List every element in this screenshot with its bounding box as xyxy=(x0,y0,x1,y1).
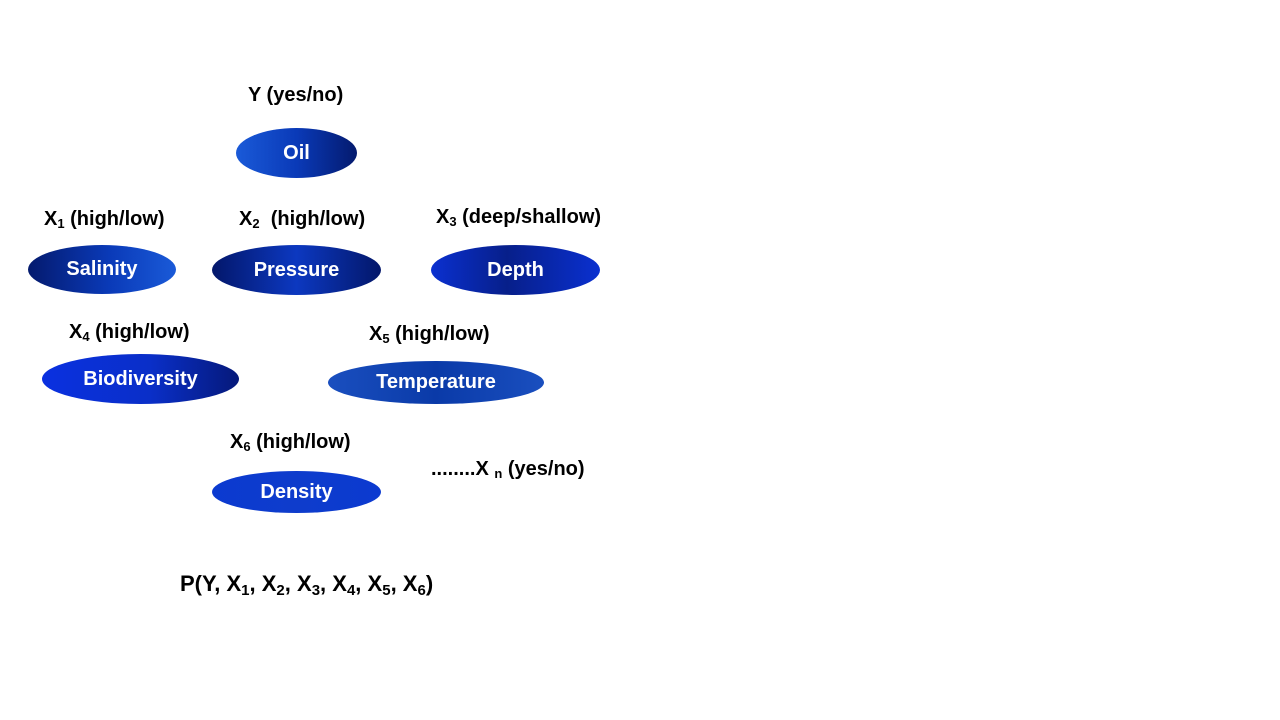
density-node[interactable]: Density xyxy=(212,471,381,513)
salinity-variable-label: X1 (high/low) xyxy=(44,208,165,231)
pressure-variable-label: X2 (high/low) xyxy=(239,208,366,231)
temperature-node[interactable]: Temperature xyxy=(328,361,544,404)
oil-node[interactable]: Oil xyxy=(236,128,357,178)
depth-node[interactable]: Depth xyxy=(431,245,600,295)
pressure-node[interactable]: Pressure xyxy=(212,245,381,295)
temperature-variable-label: X5 (high/low) xyxy=(369,323,490,346)
biodiversity-variable-label: X4 (high/low) xyxy=(69,321,190,344)
biodiversity-node-label: Biodiversity xyxy=(83,367,198,390)
depth-variable-label: X3 (deep/shallow) xyxy=(436,206,602,229)
depth-node-label: Depth xyxy=(487,258,544,281)
salinity-node[interactable]: Salinity xyxy=(28,245,176,294)
biodiversity-node[interactable]: Biodiversity xyxy=(42,354,239,404)
joint-probability-formula: P(Y, X1, X2, X3, X4, X5, X6) xyxy=(180,571,434,599)
temperature-node-label: Temperature xyxy=(376,371,496,393)
oil-node-label: Oil xyxy=(283,141,310,164)
oil-variable-label: Y (yes/no) xyxy=(248,84,344,106)
xn-variable-label: ........X n (yes/no) xyxy=(431,458,585,481)
salinity-node-label: Salinity xyxy=(66,258,138,280)
pressure-node-label: Pressure xyxy=(253,258,340,281)
density-node-label: Density xyxy=(260,480,333,503)
density-variable-label: X6 (high/low) xyxy=(230,431,351,454)
